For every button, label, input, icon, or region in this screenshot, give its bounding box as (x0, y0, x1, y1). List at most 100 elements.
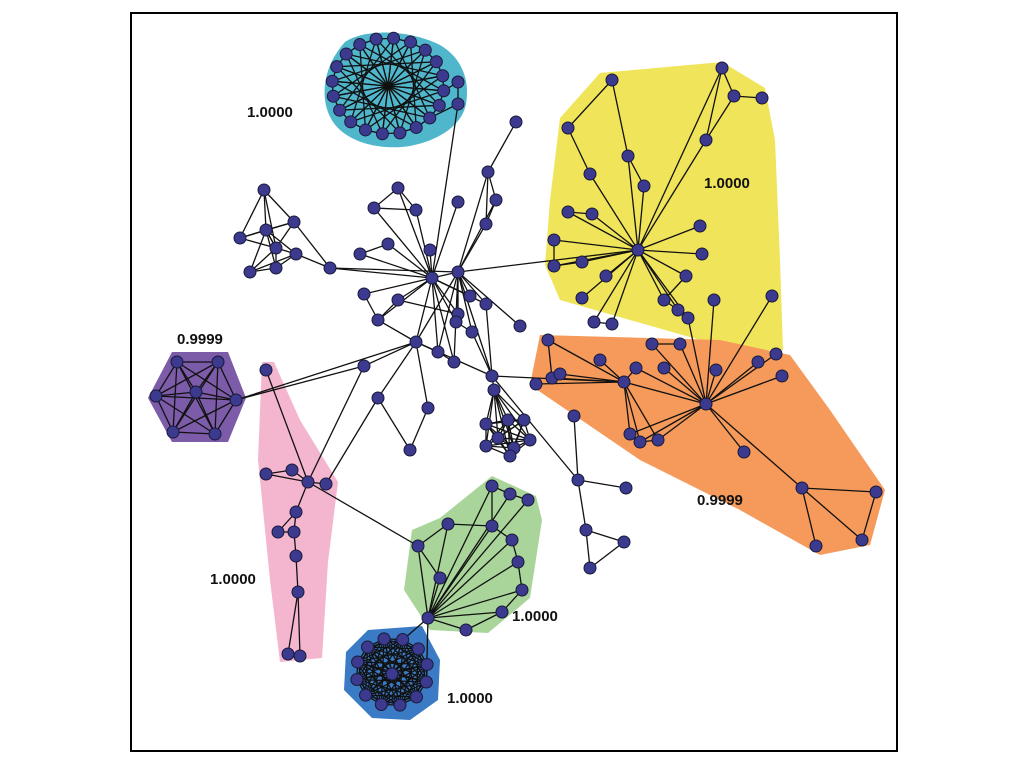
graph-edge (635, 367, 707, 405)
graph-node (593, 353, 607, 367)
graph-edge (293, 221, 331, 269)
graph-node (391, 293, 405, 307)
graph-edge (155, 391, 197, 397)
graph-edge (487, 121, 517, 173)
graph-node (869, 485, 883, 499)
graph-node (437, 84, 451, 98)
graph-edge (307, 481, 419, 547)
graph-node (259, 363, 273, 377)
graph-edge (363, 341, 417, 367)
graph-edge (457, 171, 489, 273)
graph-node (695, 247, 709, 261)
graph-node (289, 505, 303, 519)
graph-edge (629, 403, 707, 435)
graph-edge (637, 185, 645, 251)
graph-node (425, 271, 439, 285)
graph-node (170, 355, 184, 369)
graph-edge (485, 423, 531, 441)
graph-edge (427, 493, 511, 619)
graph-edge (363, 277, 433, 295)
graph-edge (373, 207, 417, 211)
graph-edge (427, 523, 449, 619)
graph-edge (447, 523, 493, 527)
graph-node (285, 463, 299, 477)
graph-edge (366, 646, 401, 706)
graph-node (657, 361, 671, 375)
graph-edge (399, 49, 426, 134)
graph-node (579, 523, 593, 537)
graph-edge (427, 539, 513, 619)
graph-edge (383, 638, 418, 698)
graph-node (403, 443, 417, 457)
graph-edge (705, 95, 735, 141)
graph-edge (427, 617, 467, 631)
graph-node (547, 233, 561, 247)
graph-edge (214, 399, 237, 435)
graph-edge (409, 42, 417, 128)
graph-node (421, 611, 435, 625)
graph-node (447, 355, 461, 369)
graph-edge (591, 213, 639, 251)
graph-node (359, 688, 373, 702)
graph-edge (409, 407, 429, 451)
graph-node (575, 291, 589, 305)
graph-node (287, 215, 301, 229)
graph-edge (155, 361, 178, 397)
graph-edge (333, 75, 443, 97)
graph-edge (415, 271, 459, 343)
graph-node (357, 287, 371, 301)
hull-orange (530, 335, 885, 555)
graph-edge (611, 249, 639, 325)
graph-node (517, 413, 531, 427)
graph-edge (431, 277, 487, 305)
hull-yellow (545, 62, 783, 350)
graph-node (673, 337, 687, 351)
graph-node (679, 269, 693, 283)
graph-node (541, 333, 555, 347)
graph-edge (567, 79, 613, 129)
graph-node (775, 369, 789, 383)
graph-edge (801, 487, 863, 541)
graph-edge (239, 189, 265, 239)
graph-node (361, 640, 375, 654)
graph-edge (623, 381, 641, 443)
graph-edge (397, 187, 433, 279)
graph-edge (637, 249, 687, 277)
graph-node (585, 207, 599, 221)
graph-node (755, 91, 769, 105)
graph-node (281, 647, 295, 661)
graph-node (229, 393, 243, 407)
graph-edge (491, 375, 579, 481)
graph-node (809, 539, 823, 553)
graph-edge (471, 331, 493, 377)
score-labels: 1.0000 1.0000 0.9999 0.9999 1.0000 1.000… (177, 104, 750, 707)
graph-node (339, 47, 353, 61)
graph-edge (195, 391, 216, 435)
graph-node (681, 311, 695, 325)
graph-node (479, 217, 493, 231)
graph-node (333, 103, 347, 117)
graph-node (189, 385, 203, 399)
graph-node (419, 675, 433, 689)
graph-node (409, 120, 423, 134)
graph-node (387, 31, 401, 45)
graph-edge (637, 67, 723, 251)
graph-edge (457, 271, 487, 305)
graph-node (326, 89, 340, 103)
graph-edge (493, 389, 511, 457)
graph-edge (357, 661, 428, 666)
graph-edge (457, 271, 493, 377)
graph-edge (217, 361, 237, 401)
graph-edge (387, 243, 433, 279)
graph-edge (417, 545, 429, 619)
graph-node (547, 259, 561, 273)
graph-node (287, 525, 301, 539)
graph-node (291, 585, 305, 599)
graph-node (671, 303, 685, 317)
graph-edge (365, 75, 444, 131)
graph-edge (377, 277, 433, 321)
graph-edge (359, 253, 433, 279)
graph-edge (485, 171, 489, 225)
graph-node (301, 475, 315, 489)
graph-node (699, 133, 713, 147)
